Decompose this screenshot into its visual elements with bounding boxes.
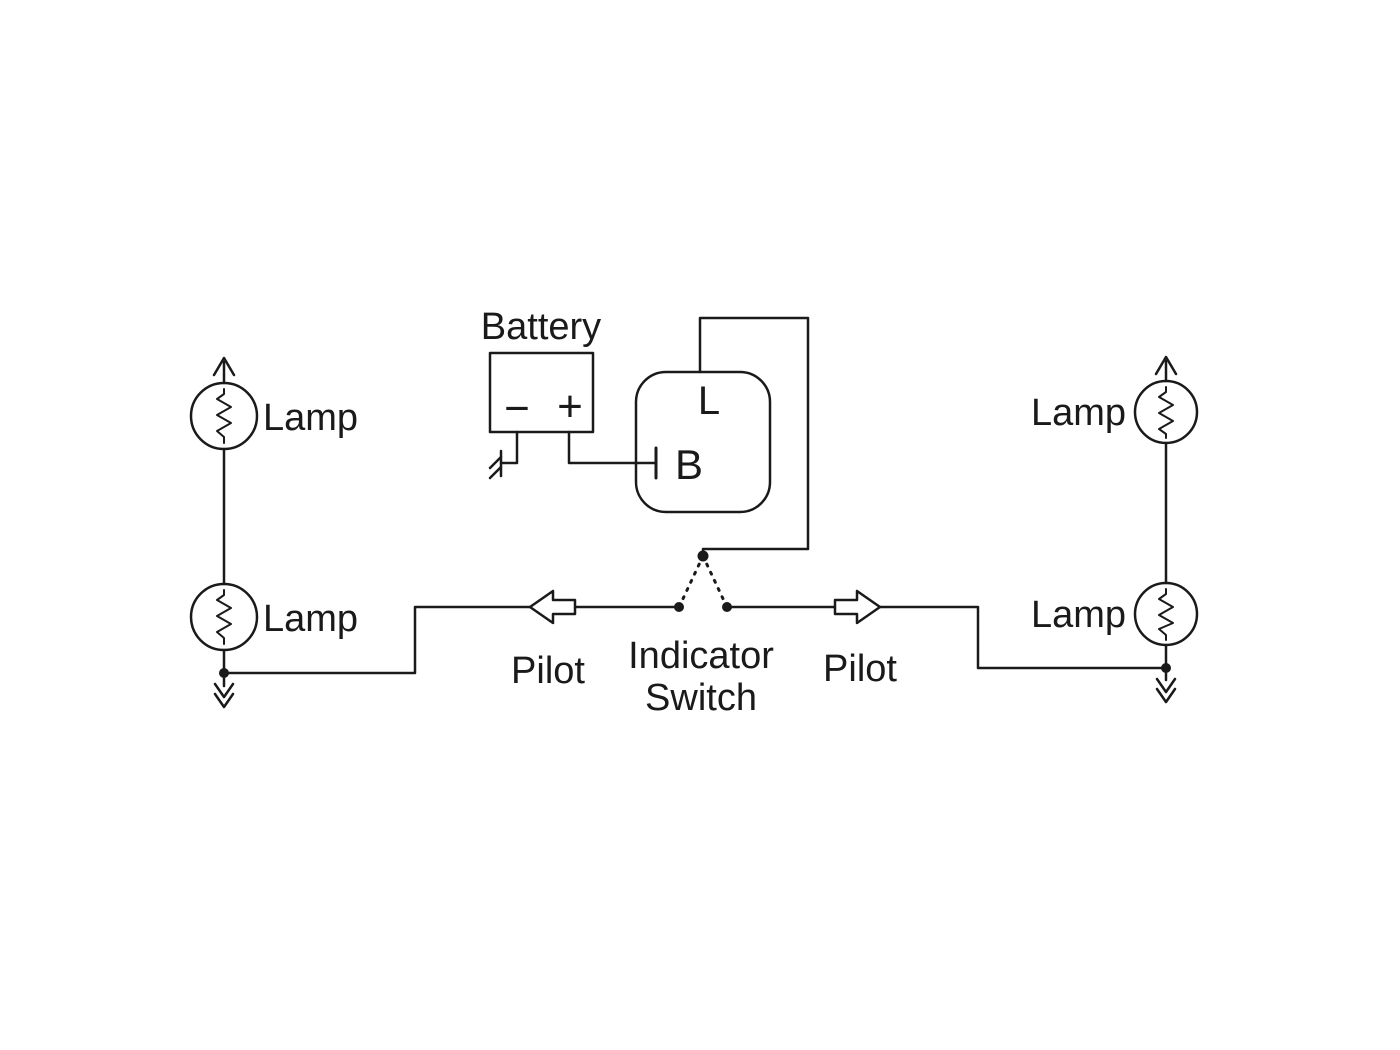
ground-arrow-up-left-icon [212,356,236,377]
pilot-left-label: Pilot [511,650,585,692]
battery-ground-hatch-1 [488,455,503,470]
battery-label: Battery [481,306,601,348]
indicator-switch-label-line2: Switch [645,677,757,719]
switch-contact-right-dot [722,602,732,612]
pilot-right-label: Pilot [823,648,897,690]
lamp-filament-left-bottom [216,589,232,645]
battery-ground-hatch-2 [488,465,503,480]
indicator-switch-label-line1: Indicator [628,635,774,677]
ground-arrow-up-right-icon [1154,355,1178,376]
battery-positive-wire [567,430,658,465]
switch-pivot-dot [697,550,709,562]
ground-arrow-down-left-icon [213,682,235,699]
battery-box [488,351,595,434]
lamp-right-bottom-label: Lamp [1031,594,1126,636]
lamp-right-top-label: Lamp [1031,392,1126,434]
ground-arrow-down-right-icon [1155,677,1177,694]
lamp-left-top-label: Lamp [263,397,358,439]
switch-blade-left [679,554,705,605]
lamp-left-bottom-label: Lamp [263,598,358,640]
circuit-lines [189,316,1199,709]
battery-plus-terminal-label: + [557,382,583,431]
lamp-filament-right-bottom [1158,588,1174,641]
pilot-left-arrow-icon [528,589,577,625]
battery-minus-terminal-label: − [504,384,530,433]
battery-negative-wire [499,430,519,465]
lamp-filament-right-top [1158,386,1174,439]
pilot-right-arrow-icon [833,589,882,625]
terminal-l-label: L [698,379,720,423]
lamp-filament-left-top [216,388,232,444]
ground-arrow-down-right-icon-2 [1155,687,1177,704]
switch-contact-left-dot [674,602,684,612]
junction-dot-right [1161,663,1171,673]
junction-dots [219,550,1171,678]
switch-blade-right [701,554,727,605]
ground-arrow-down-left-icon-2 [213,692,235,709]
junction-dot-left [219,668,229,678]
terminal-b-label: B [675,441,703,488]
flasher-unit-box [634,370,772,514]
wire-l-to-switch [698,316,810,556]
